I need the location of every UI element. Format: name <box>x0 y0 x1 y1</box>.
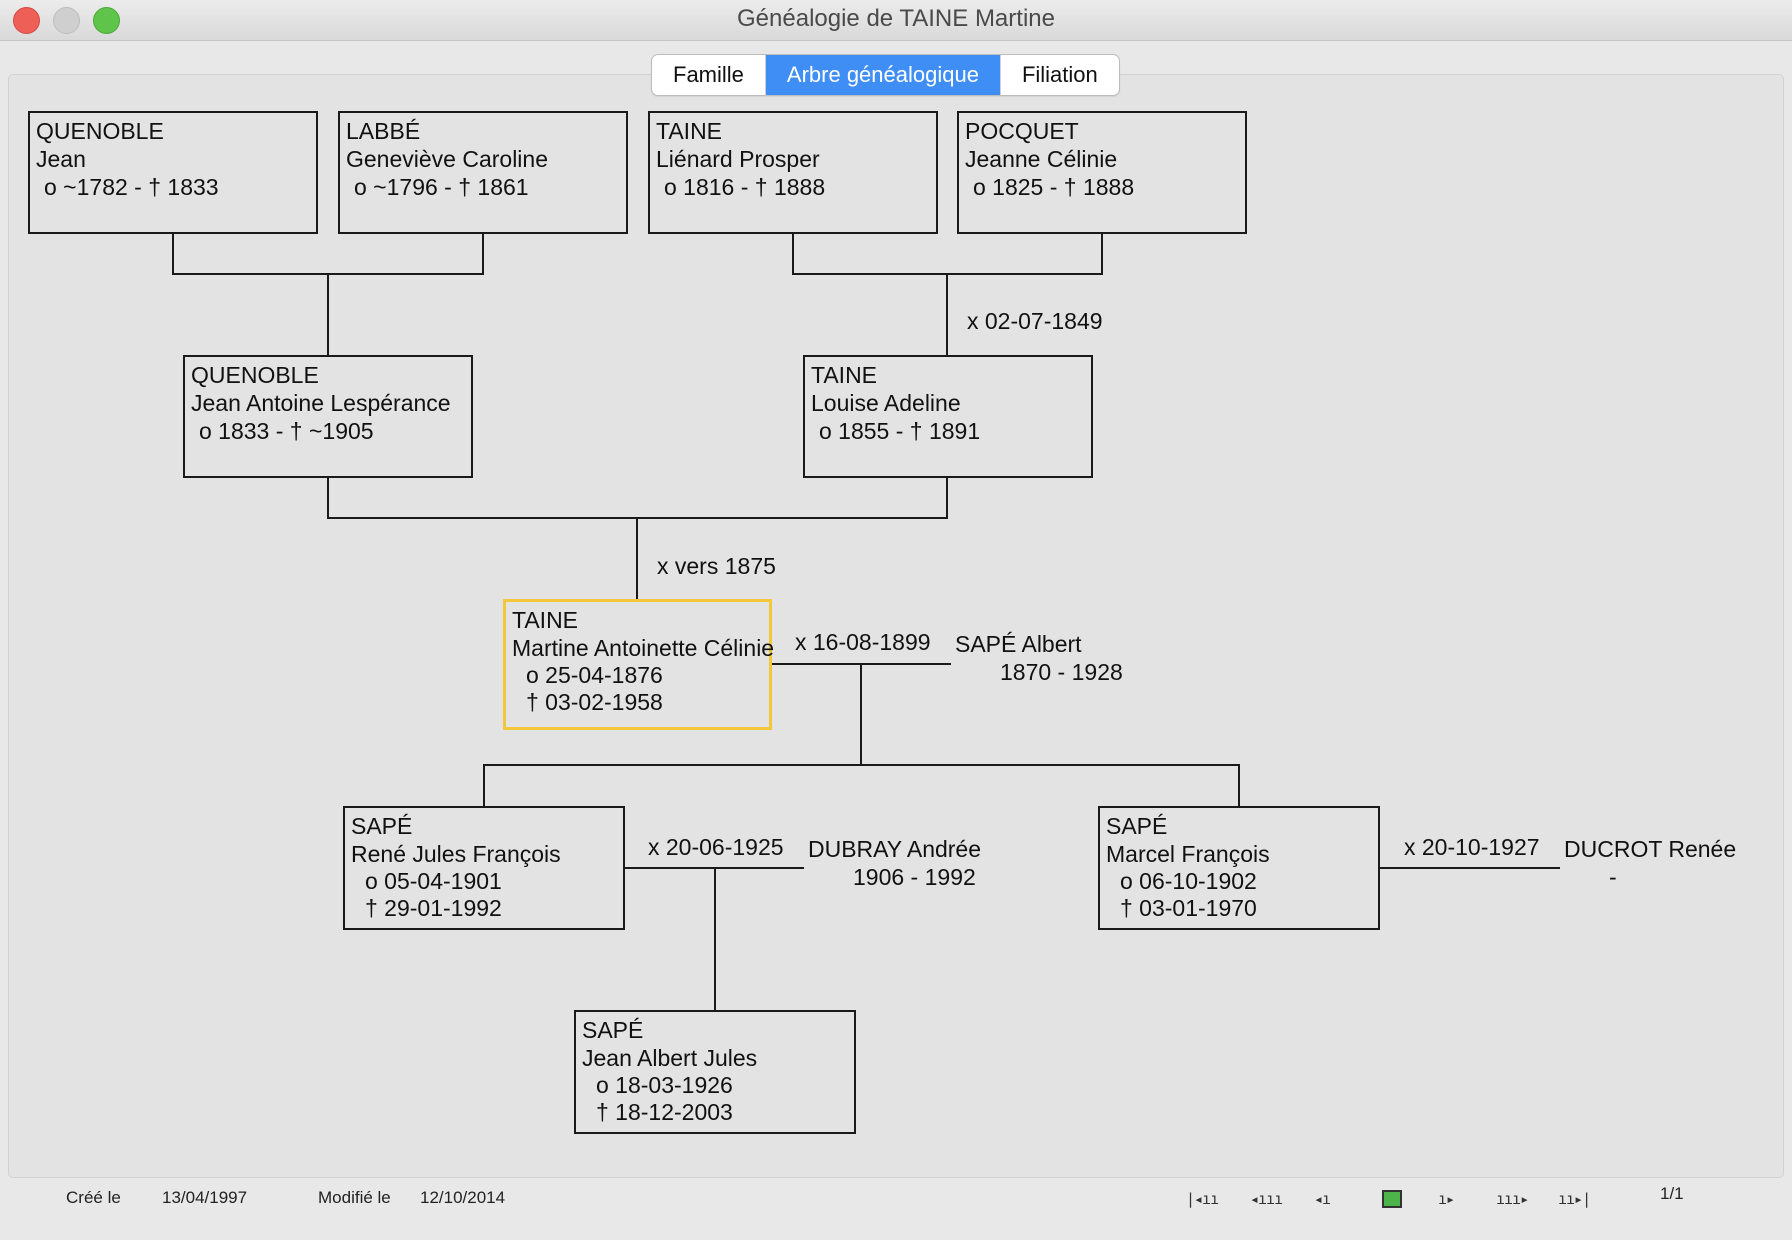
marriage-date-subject: x 16-08-1899 <box>795 629 931 655</box>
spouse-dates: - <box>1609 864 1617 890</box>
person-dates: o 1816 - † 1888 <box>664 174 826 200</box>
spouse-name: DUCROT Renée <box>1564 836 1737 862</box>
spouse-dates: 1906 - 1992 <box>853 864 976 890</box>
window-title: Généalogie de TAINE Martine <box>737 5 1055 32</box>
spouse-ducrot-renee[interactable]: DUCROT Renée - <box>1564 835 1736 891</box>
person-card-sape-marcel[interactable]: SAPÉ Marcel François o 06-10-1902 † 03-0… <box>1098 806 1380 930</box>
created-value: 13/04/1997 <box>162 1188 248 1207</box>
person-card-taine-martine-selected[interactable]: TAINE Martine Antoinette Célinie o 25-04… <box>503 599 775 730</box>
person-given-name: Jeanne Célinie <box>965 146 1118 172</box>
person-given-name: René Jules François <box>351 841 561 867</box>
person-birth: o 25-04-1876 <box>526 662 663 688</box>
person-surname: TAINE <box>811 362 878 388</box>
person-surname: TAINE <box>512 607 579 633</box>
tab-famille[interactable]: Famille <box>652 55 766 95</box>
person-given-name: Jean Albert Jules <box>582 1045 758 1071</box>
close-window-button[interactable] <box>13 7 40 34</box>
person-card-taine-louise[interactable]: TAINE Louise Adeline o 1855 - † 1891 <box>803 355 1093 478</box>
nav-fast-forward-icon[interactable]: ııı▸ <box>1496 1190 1529 1208</box>
marriage-date-child1: x 20-06-1925 <box>648 834 784 860</box>
person-surname: SAPÉ <box>351 813 413 839</box>
person-death: † 18-12-2003 <box>596 1099 733 1125</box>
person-card-labbe-genevieve[interactable]: LABBÉ Geneviève Caroline o ~1796 - † 186… <box>338 111 628 234</box>
marriage-date-parents: x vers 1875 <box>657 553 776 579</box>
person-surname: POCQUET <box>965 118 1079 144</box>
person-surname: QUENOBLE <box>191 362 319 388</box>
person-given-name: Geneviève Caroline <box>346 146 549 172</box>
person-surname: LABBÉ <box>346 118 421 144</box>
tab-arbre-genealogique[interactable]: Arbre généalogique <box>765 55 1001 95</box>
nav-first-icon[interactable]: |◂ıı <box>1186 1190 1219 1208</box>
person-given-name: Louise Adeline <box>811 390 961 416</box>
connector-grandparents-left <box>172 233 484 275</box>
person-death: † 29-01-1992 <box>365 895 502 921</box>
person-death: † 03-01-1970 <box>1120 895 1257 921</box>
marriage-date-grandparents-right: x 02-07-1849 <box>967 308 1103 334</box>
spouse-dubray-andree[interactable]: DUBRAY Andrée 1906 - 1992 <box>808 835 981 891</box>
nav-next-icon[interactable]: ı▸ <box>1438 1190 1455 1208</box>
person-given-name: Martine Antoinette Célinie <box>512 635 775 661</box>
spouse-dates: 1870 - 1928 <box>1000 659 1123 685</box>
person-given-name: Jean <box>36 146 86 172</box>
modified-value: 12/10/2014 <box>420 1188 506 1207</box>
person-surname: SAPÉ <box>582 1017 644 1043</box>
created-label: Créé le <box>66 1188 121 1207</box>
person-card-quenoble-jean-antoine[interactable]: QUENOBLE Jean Antoine Lespérance o 1833 … <box>183 355 473 478</box>
person-card-sape-rene[interactable]: SAPÉ René Jules François o 05-04-1901 † … <box>343 806 625 930</box>
person-card-quenoble-jean[interactable]: QUENOBLE Jean o ~1782 - † 1833 <box>28 111 318 234</box>
nav-fast-back-icon[interactable]: ◂ııı <box>1250 1190 1283 1208</box>
person-given-name: Liénard Prosper <box>656 146 820 172</box>
spouse-name: SAPÉ Albert <box>955 631 1082 657</box>
person-birth: o 05-04-1901 <box>365 868 502 894</box>
person-dates: o ~1782 - † 1833 <box>44 174 219 200</box>
status-footer: Créé le 13/04/1997 Modifié le 12/10/2014… <box>0 1178 1792 1240</box>
connector-parents <box>327 477 948 519</box>
spouse-sape-albert[interactable]: SAPÉ Albert 1870 - 1928 <box>955 630 1123 686</box>
nav-current-icon[interactable] <box>1382 1190 1402 1208</box>
person-card-sape-jean-albert[interactable]: SAPÉ Jean Albert Jules o 18-03-1926 † 18… <box>574 1010 856 1134</box>
person-dates: o 1833 - † ~1905 <box>199 418 374 444</box>
person-given-name: Jean Antoine Lespérance <box>191 390 451 416</box>
person-card-taine-lienard[interactable]: TAINE Liénard Prosper o 1816 - † 1888 <box>648 111 938 234</box>
spouse-name: DUBRAY Andrée <box>808 836 982 862</box>
person-card-pocquet-jeanne[interactable]: POCQUET Jeanne Célinie o 1825 - † 1888 <box>957 111 1247 234</box>
person-birth: o 18-03-1926 <box>596 1072 733 1098</box>
marriage-date-child2: x 20-10-1927 <box>1404 834 1540 860</box>
person-given-name: Marcel François <box>1106 841 1270 867</box>
modified-label: Modifié le <box>318 1188 391 1207</box>
title-bar: Généalogie de TAINE Martine <box>0 0 1792 41</box>
person-dates: o ~1796 - † 1861 <box>354 174 529 200</box>
tab-filiation[interactable]: Filiation <box>1021 62 1098 87</box>
person-dates: o 1855 - † 1891 <box>819 418 981 444</box>
view-tabs: Famille Arbre généalogique Filiation <box>651 54 1120 96</box>
person-surname: SAPÉ <box>1106 813 1168 839</box>
connector-grandparents-right <box>792 233 1103 275</box>
zoom-window-button[interactable] <box>93 7 120 34</box>
person-death: † 03-02-1958 <box>526 689 663 715</box>
page-indicator: 1/1 <box>1660 1184 1684 1203</box>
person-surname: TAINE <box>656 118 723 144</box>
person-surname: QUENOBLE <box>36 118 164 144</box>
person-birth: o 06-10-1902 <box>1120 868 1257 894</box>
content-panel <box>8 74 1784 1178</box>
person-dates: o 1825 - † 1888 <box>973 174 1135 200</box>
nav-last-icon[interactable]: ıı▸| <box>1558 1190 1591 1208</box>
minimize-window-button[interactable] <box>53 7 80 34</box>
connector-children <box>483 764 1240 806</box>
nav-prev-icon[interactable]: ◂ı <box>1314 1190 1331 1208</box>
